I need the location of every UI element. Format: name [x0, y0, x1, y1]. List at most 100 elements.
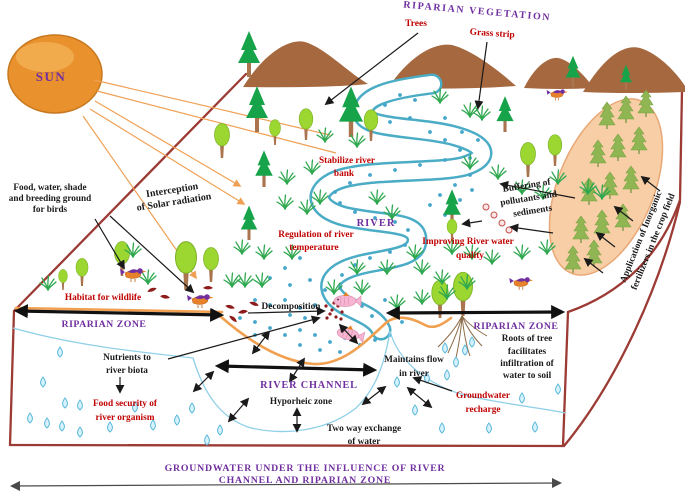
front-face-right-edge	[561, 310, 570, 448]
tree-icon	[174, 241, 198, 291]
label-maintains-1: Maintains flow	[384, 355, 444, 365]
conifer-icon	[255, 150, 273, 187]
label-stabilize-2: bank	[334, 169, 355, 179]
tree-icon	[520, 142, 536, 178]
crop-plant-icon	[637, 89, 655, 118]
label-riparian-zone-right: RIPARIAN ZONE	[474, 321, 559, 332]
sun-ray	[96, 90, 337, 154]
pollutant-particles	[482, 203, 513, 234]
tree-icon	[214, 123, 230, 159]
channel-cross-section	[218, 314, 453, 366]
label-food-water-3: for birds	[33, 204, 68, 214]
arrow-groundwater-recharge	[412, 376, 453, 392]
sun-ray	[89, 108, 246, 205]
tree-icon	[363, 109, 379, 142]
arrow-nutrients-to-decomposition	[167, 315, 321, 360]
label-habitat: Habitat for wildlife	[65, 293, 141, 303]
conifer-icon	[496, 96, 514, 132]
decomposition-particles	[324, 301, 344, 321]
label-recharge-2: recharge	[466, 405, 501, 415]
river-flow-specks	[253, 93, 480, 320]
label-improving-1: Improving River water	[422, 237, 514, 247]
mountains	[243, 41, 685, 93]
sun-ray	[94, 100, 242, 187]
label-two-way-1: Two way exchange	[327, 424, 401, 434]
label-food-security-2: river organism	[96, 413, 155, 423]
tree-icon	[269, 119, 281, 146]
river	[309, 73, 493, 341]
right-face-outer-edge	[562, 200, 682, 448]
label-nutrients-1: Nutrients to	[103, 353, 151, 363]
tree-icon	[298, 108, 314, 141]
land-plane-right-edge	[566, 88, 684, 314]
arrow-buffering-lower	[509, 223, 554, 234]
label-groundwater-1: GROUNDWATER UNDER THE INFLUENCE OF RIVER	[165, 463, 446, 474]
arrow-pollutants-to-tree	[461, 218, 483, 228]
conifer-icon	[246, 86, 268, 132]
arrow-grass-strip	[474, 41, 488, 110]
arrow-fertilizer	[583, 257, 604, 274]
sun-ray	[93, 79, 331, 136]
mountain	[243, 41, 368, 88]
label-stabilize-1: Stabilize river	[319, 156, 375, 166]
label-nutrients-2: river biota	[106, 366, 148, 376]
crop-field	[548, 89, 664, 276]
label-river-channel: RIVER CHANNEL	[260, 380, 358, 391]
arrow-fertilizer	[595, 231, 616, 248]
tree-icon	[453, 271, 473, 317]
label-roots-1: Roots of tree	[502, 334, 552, 344]
label-two-way-2: of water	[348, 437, 381, 447]
arrow-fertilizer	[640, 175, 661, 192]
label-hyporheic: Hyporheic zone	[270, 397, 332, 407]
exchange-arrows	[192, 323, 433, 433]
label-grass-strip: Grass strip	[469, 27, 515, 40]
box-outline	[8, 72, 684, 448]
riparian-zone-left-arrow	[13, 304, 225, 322]
label-river: RIVER	[357, 218, 396, 229]
tree-icon	[547, 134, 563, 167]
land-plane-left-edge	[12, 72, 248, 313]
label-regulation-2: temperature	[289, 243, 338, 253]
label-roots-3: infiltration of	[500, 359, 554, 369]
arrow-buffering-upper	[499, 180, 576, 199]
sun-rays	[82, 79, 337, 280]
label-food-water-2: and breeding ground	[9, 193, 91, 203]
label-groundwater-2: CHANNEL AND RIPARIAN ZONE	[219, 475, 392, 486]
conifer-icon	[240, 205, 258, 240]
tree-icon	[58, 269, 68, 291]
label-buffering-3: sediments	[513, 203, 554, 219]
groundwater-extent-arrow	[10, 478, 562, 491]
groundwater-boundary-curve	[12, 327, 566, 433]
arrow-trees	[324, 32, 419, 106]
label-trees: Trees	[405, 19, 427, 29]
label-riparian-zone-left: RIPARIAN ZONE	[62, 319, 147, 330]
label-roots-4: water to soil	[503, 371, 552, 381]
bird-icon	[119, 267, 147, 283]
tree-icon	[75, 258, 89, 287]
river-channel-arrow	[214, 359, 378, 377]
arrow-decomposition	[247, 306, 326, 316]
riparian-zone-right-arrow	[385, 305, 566, 320]
label-improving-2: quality	[456, 251, 484, 261]
arrow-to-bird	[109, 215, 195, 294]
arrow-to-bird	[94, 218, 125, 270]
front-face-left-edge	[8, 309, 16, 447]
sun: SUN	[7, 34, 103, 114]
front-face-bottom-edge	[8, 443, 565, 448]
mountain	[583, 47, 685, 93]
label-regulation-1: Regulation of river	[278, 230, 353, 240]
arrow-fertilizer	[613, 205, 634, 222]
sun-label: SUN	[36, 69, 67, 84]
pointer-arrows	[94, 32, 661, 394]
bird-icon	[186, 293, 214, 309]
label-recharge-1: Groundwater	[456, 391, 510, 401]
label-maintains-2: in river	[399, 369, 429, 379]
label-food-security-1: Food security of	[93, 399, 158, 409]
tree-icon	[203, 247, 219, 283]
label-food-water-1: Food, water, shade	[13, 182, 86, 192]
bird-icon	[546, 88, 569, 101]
label-decomposition: Decomposition	[262, 302, 322, 312]
bird-icon	[508, 276, 534, 291]
label-roots-2: facilitates	[508, 347, 547, 357]
